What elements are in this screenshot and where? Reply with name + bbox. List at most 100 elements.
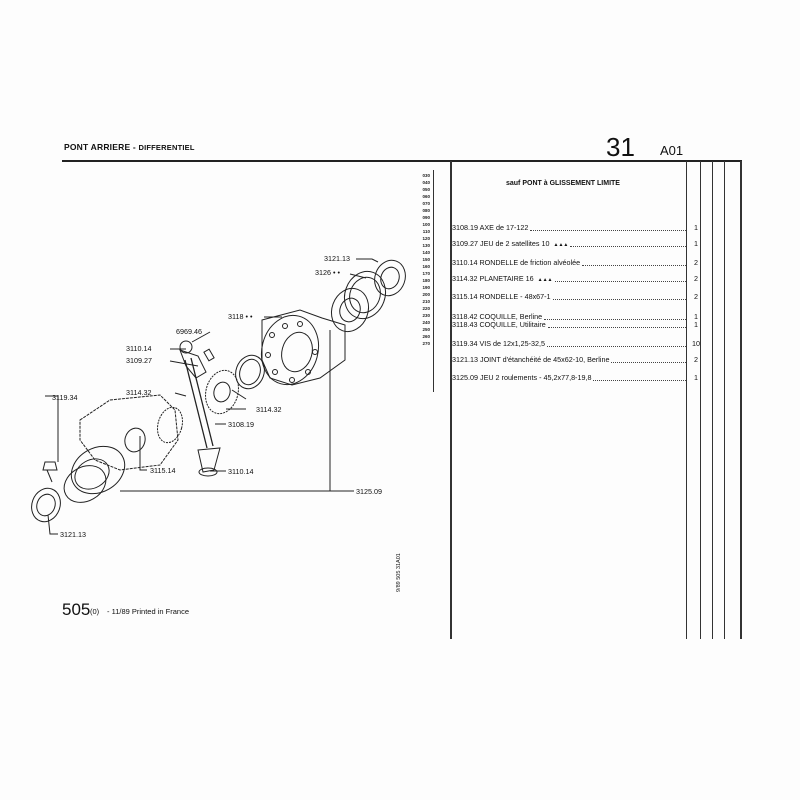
line-code: 090 [422, 215, 430, 220]
part-text: 3119.34 VIS de 12x1,25-32,5 [452, 339, 545, 348]
line-code: 080 [422, 208, 430, 213]
leader-lines [45, 258, 379, 535]
part-text: 3109.27 JEU de 2 satellites 10 [452, 239, 550, 248]
line-code: 180 [422, 278, 430, 283]
part-quantity: 2 [694, 355, 698, 364]
line-code: 200 [422, 292, 430, 297]
line-code: 170 [422, 271, 430, 276]
line-code: 100 [422, 222, 430, 227]
line-code: 150 [422, 257, 430, 262]
table-col-1 [686, 161, 687, 639]
part-quantity: 2 [694, 274, 698, 283]
table-col-2 [700, 161, 701, 639]
leader-dots [611, 362, 686, 363]
part-text: 3125.09 JEU 2 roulements - 45,2x77,8-19,… [452, 373, 592, 382]
part-description: 3118.42 COQUILLE, Berline [452, 312, 542, 321]
part-description: 3121.13 JOINT d'étanchéité de 45x62-10, … [452, 355, 609, 364]
model-number: 505 [62, 600, 91, 619]
callout-3114-32-b: 3114.32 [256, 405, 282, 414]
table-title: sauf PONT à GLISSEMENT LIMITE [506, 180, 620, 187]
callout-3115-14: 3115.14 [150, 466, 176, 475]
page-title: PONT ARRIERE - DIFFERENTIEL [64, 142, 195, 152]
part-text: 3114.32 PLANETAIRE 16 [452, 274, 534, 283]
line-code: 030 [422, 173, 430, 178]
part-text: 3118.42 COQUILLE, Berline [452, 312, 543, 321]
callout-3109-27: 3109.27 [126, 356, 152, 365]
callout-3110-14-b: 3110.14 [228, 467, 254, 476]
table-col-3 [712, 161, 713, 639]
header-rule [62, 160, 742, 162]
side-reference: 9/89 505 31A01 [396, 553, 402, 592]
leader-dots [548, 327, 686, 328]
triangle-marks-icon: ▲▲▲ [537, 277, 553, 283]
part-quantity: 2 [694, 258, 698, 267]
callout-3126: 3126 • • [315, 268, 341, 277]
callout-6969-46: 6969.46 [176, 327, 202, 336]
leader-dots [530, 230, 686, 231]
callout-3119-34: 3119.34 [52, 393, 78, 402]
part-quantity: 1 [694, 223, 698, 232]
page-code: A01 [660, 143, 684, 158]
line-code: 240 [422, 320, 430, 325]
part-quantity: 1 [694, 239, 698, 248]
line-code: 220 [422, 306, 430, 311]
print-info: - 11/89 Printed in France [107, 607, 189, 616]
title-separator: - [130, 142, 139, 152]
part-description: 3114.32 PLANETAIRE 16▲▲▲ [452, 274, 553, 283]
line-code: 110 [422, 229, 430, 234]
line-code: 050 [422, 187, 430, 192]
title-sub: DIFFERENTIEL [138, 143, 195, 152]
part-description: 3108.19 AXE de 17-122 [452, 223, 528, 232]
part-description: 3109.27 JEU de 2 satellites 10▲▲▲ [452, 239, 568, 248]
line-code: 210 [422, 299, 430, 304]
part-text: 3121.13 JOINT d'étanchéité de 45x62-10, … [452, 355, 610, 364]
callout-3114-32-a: 3114.32 [126, 388, 152, 397]
leader-dots [547, 346, 686, 347]
leader-dots [593, 380, 686, 381]
part-description: 3110.14 RONDELLE de friction alvéolée [452, 258, 580, 267]
line-code: 120 [422, 236, 430, 241]
table-right-border [740, 161, 742, 639]
part-text: 3108.19 AXE de 17-122 [452, 223, 529, 232]
part-description: 3115.14 RONDELLE - 48x67-1 [452, 292, 551, 301]
callout-3118: 3118 • • [228, 312, 253, 321]
callout-3108-19: 3108.19 [228, 420, 254, 429]
part-description: 3119.34 VIS de 12x1,25-32,5 [452, 339, 545, 348]
line-code: 190 [422, 285, 430, 290]
leader-dots [553, 299, 686, 300]
line-code: 230 [422, 313, 430, 318]
callout-3121-13-top: 3121.13 [324, 254, 350, 263]
part-text: 3118.43 COQUILLE, Utilitaire [452, 320, 546, 329]
part-text: 3115.14 RONDELLE - 48x67-1 [452, 292, 551, 301]
triangle-marks-icon: ▲▲▲ [553, 242, 569, 248]
line-code: 270 [422, 341, 430, 346]
line-code: 070 [422, 201, 430, 206]
part-description: 3125.09 JEU 2 roulements - 45,2x77,8-19,… [452, 373, 591, 382]
table-col-4 [724, 161, 725, 639]
part-quantity: 1 [694, 373, 698, 382]
part-description: 3118.43 COQUILLE, Utilitaire [452, 320, 546, 329]
line-code: 140 [422, 250, 430, 255]
line-code: 260 [422, 334, 430, 339]
part-quantity: 1 [694, 320, 698, 329]
callout-3121-13-bottom: 3121.13 [60, 530, 86, 539]
table-left-border [450, 161, 452, 639]
callout-3125-09: 3125.09 [356, 487, 382, 496]
line-code: 160 [422, 264, 430, 269]
title-main: PONT ARRIERE [64, 142, 131, 152]
part-quantity: 10 [692, 339, 700, 348]
code-column-border [433, 170, 434, 392]
line-code: 250 [422, 327, 430, 332]
leader-dots [544, 319, 686, 320]
leader-dots [582, 265, 686, 266]
leader-dots [570, 246, 686, 247]
part-text: 3110.14 RONDELLE de friction alvéolée [452, 258, 581, 267]
line-code: 060 [422, 194, 430, 199]
group-number: 31 [606, 132, 635, 162]
part-quantity: 2 [694, 292, 698, 301]
part-quantity: 1 [694, 312, 698, 321]
model-suffix: (0) [90, 607, 100, 616]
line-code: 130 [422, 243, 430, 248]
